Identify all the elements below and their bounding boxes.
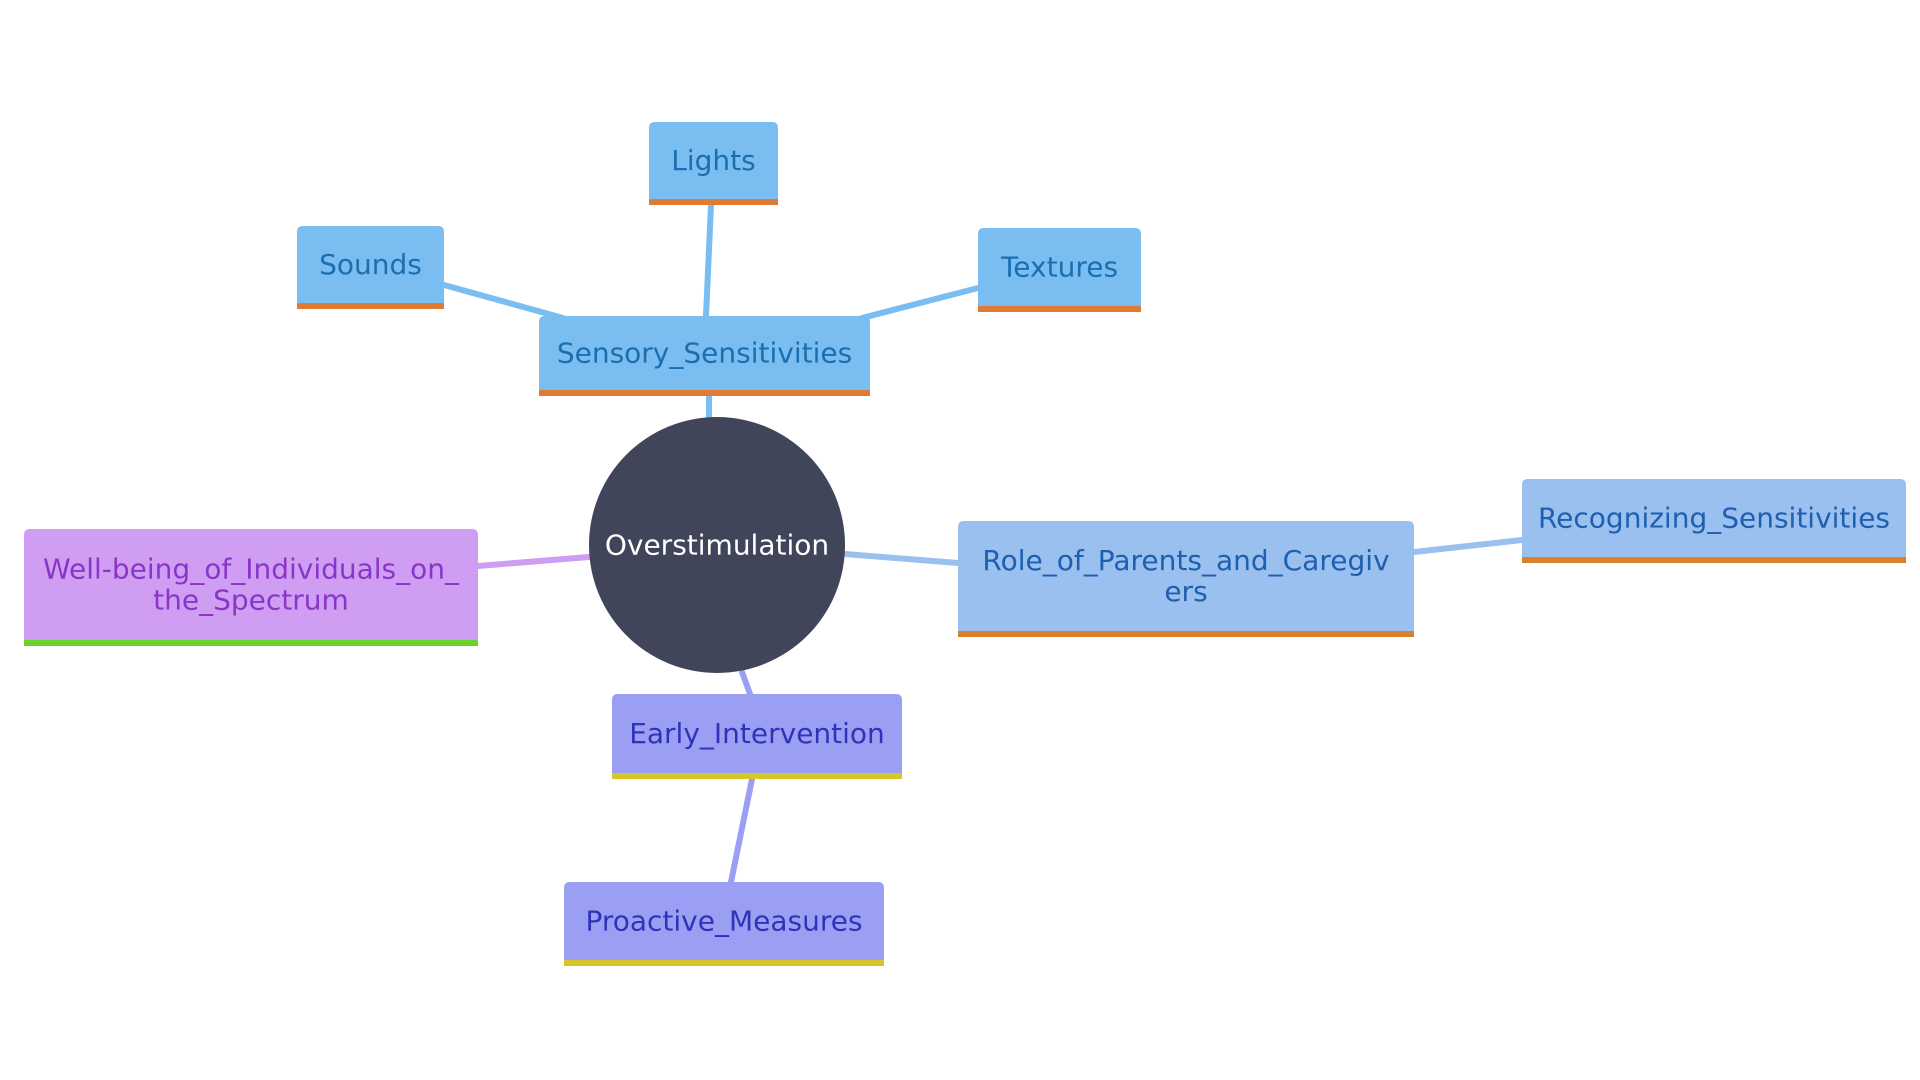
node-box xyxy=(24,529,478,646)
node-label: the_Spectrum xyxy=(153,584,349,617)
node-root[interactable]: Overstimulation xyxy=(589,417,845,673)
node-label: Well-being_of_Individuals_on_ xyxy=(43,553,460,586)
root-label: Overstimulation xyxy=(605,529,829,562)
edge-wellbeing xyxy=(475,554,592,569)
node-label: ers xyxy=(1164,575,1207,608)
node-underline xyxy=(539,390,870,396)
edge-proactive xyxy=(728,776,755,885)
edge-lights xyxy=(703,202,714,319)
node-label: Lights xyxy=(671,144,755,177)
edge-sounds xyxy=(441,282,566,321)
node-box xyxy=(297,226,444,309)
node-underline xyxy=(978,306,1141,312)
node-underline xyxy=(564,960,884,966)
node-underline xyxy=(649,199,778,205)
node-underline xyxy=(958,631,1414,637)
node-label: Early_Intervention xyxy=(629,717,885,750)
node-underline xyxy=(612,773,902,779)
node-wellbeing[interactable]: Well-being_of_Individuals_on_the_Spectru… xyxy=(24,529,478,646)
node-label: Sensory_Sensitivities xyxy=(557,337,852,370)
node-box xyxy=(564,882,884,966)
node-textures[interactable]: Textures xyxy=(978,228,1141,312)
node-box xyxy=(1522,479,1906,563)
node-underline xyxy=(24,640,478,646)
node-box xyxy=(539,316,870,396)
nodes-layer: Overstimulation Sensory_Sensitivities Soun… xyxy=(24,122,1906,966)
root-circle xyxy=(589,417,845,673)
node-underline xyxy=(297,303,444,309)
node-lights[interactable]: Lights xyxy=(649,122,778,205)
node-label: Sounds xyxy=(319,248,422,281)
node-label: Textures xyxy=(1000,251,1118,284)
node-sounds[interactable]: Sounds xyxy=(297,226,444,309)
node-recognizing[interactable]: Recognizing_Sensitivities xyxy=(1522,479,1906,563)
edge-parents xyxy=(842,551,961,566)
node-box xyxy=(612,694,902,779)
edge-early xyxy=(739,669,753,697)
node-box xyxy=(958,521,1414,637)
node-sensory[interactable]: Sensory_Sensitivities xyxy=(539,316,870,396)
node-proactive[interactable]: Proactive_Measures xyxy=(564,882,884,966)
node-box xyxy=(978,228,1141,312)
node-label: Proactive_Measures xyxy=(585,905,862,938)
node-label: Recognizing_Sensitivities xyxy=(1538,502,1890,535)
edge-recognizing xyxy=(1411,537,1525,555)
node-early[interactable]: Early_Intervention xyxy=(612,694,902,779)
node-underline xyxy=(1522,557,1906,563)
edges-layer xyxy=(441,202,1525,885)
edge-textures xyxy=(859,285,981,321)
node-label: Role_of_Parents_and_Caregiv xyxy=(982,544,1389,577)
node-box xyxy=(649,122,778,205)
